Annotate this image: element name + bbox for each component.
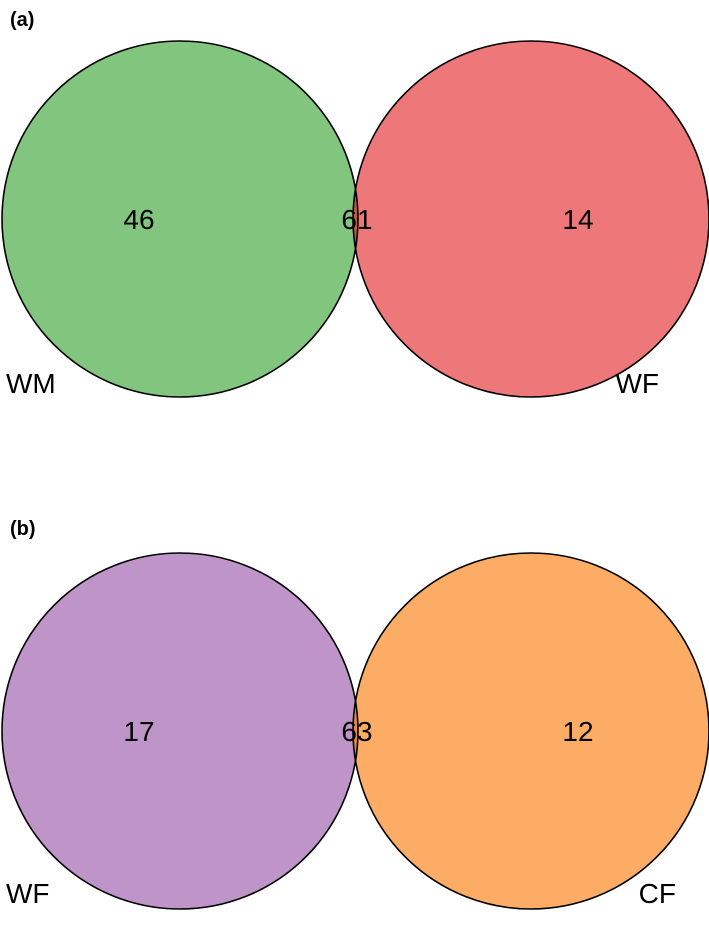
venn-circle-wm — [2, 41, 358, 397]
count-overlap-b: 63 — [341, 716, 372, 747]
venn-diagram-a: (a) 46 61 14 WM WF — [1, 9, 709, 399]
venn-circle-wm-outline — [1, 40, 359, 398]
venn-circle-wf-b-outline — [1, 552, 359, 910]
venn-diagram-b: (b) 17 63 12 WF CF — [1, 518, 709, 910]
count-wf-only-a: 14 — [562, 204, 593, 235]
venn-circle-wf-b — [2, 553, 358, 909]
set-label-cf: CF — [639, 878, 676, 909]
panel-label-b: (b) — [10, 518, 36, 540]
count-wf-only-b: 17 — [123, 716, 154, 747]
venn-circle-wf-a — [353, 41, 709, 397]
set-label-wf-a: WF — [615, 368, 659, 399]
count-wm-only: 46 — [123, 204, 154, 235]
venn-circle-cf — [353, 553, 709, 909]
venn-circle-cf-outline — [352, 552, 709, 910]
count-overlap-a: 61 — [341, 204, 372, 235]
panel-label-a: (a) — [10, 9, 34, 31]
count-cf-only: 12 — [562, 716, 593, 747]
set-label-wm: WM — [6, 368, 56, 399]
venn-circle-wf-a-outline — [352, 40, 709, 398]
set-label-wf-b: WF — [6, 878, 50, 909]
